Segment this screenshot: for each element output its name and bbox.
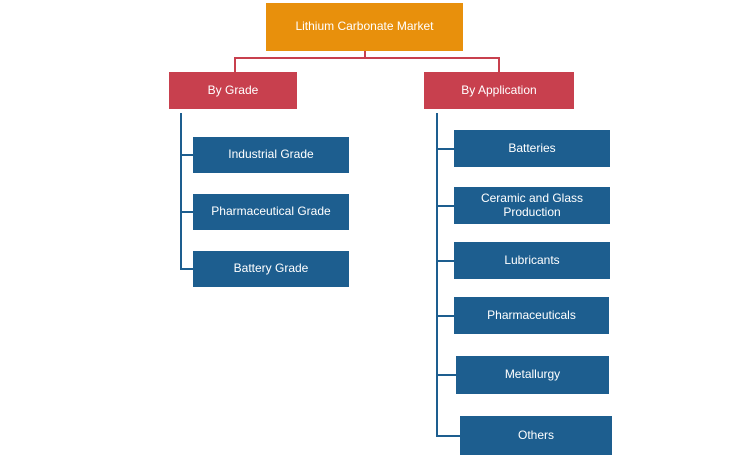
application-branch-tick-6 xyxy=(436,435,460,437)
application-branch-tick-2 xyxy=(436,205,454,207)
grade-item-industrial: Industrial Grade xyxy=(193,137,349,173)
grade-item-pharmaceutical: Pharmaceutical Grade xyxy=(193,194,349,230)
grade-branch-tick-2 xyxy=(180,211,193,213)
application-branch-tick-4 xyxy=(436,315,454,317)
grade-item-label: Industrial Grade xyxy=(228,147,314,162)
grade-item-label: Pharmaceutical Grade xyxy=(211,204,331,219)
category-by-application-label: By Application xyxy=(461,82,537,97)
connector-horizontal xyxy=(234,57,500,59)
category-by-grade-label: By Grade xyxy=(207,82,259,97)
application-branch-tick-1 xyxy=(436,148,454,150)
category-by-application: By Application xyxy=(424,72,574,109)
application-item-label: Pharmaceuticals xyxy=(487,307,576,322)
application-item-ceramic-glass: Ceramic and Glass Production xyxy=(454,187,610,224)
connector-root-stem xyxy=(364,51,366,58)
application-item-pharmaceuticals: Pharmaceuticals xyxy=(454,297,609,334)
application-branch-vertical xyxy=(436,113,438,436)
grade-item-battery: Battery Grade xyxy=(193,251,349,287)
root-node: Lithium Carbonate Market xyxy=(266,3,463,51)
grade-branch-vertical xyxy=(180,113,182,270)
application-item-others: Others xyxy=(460,416,612,455)
application-item-label: Ceramic and Glass Production xyxy=(480,190,584,219)
application-item-batteries: Batteries xyxy=(454,130,610,167)
application-item-label: Batteries xyxy=(508,140,556,155)
application-branch-tick-5 xyxy=(436,374,456,376)
root-node-label: Lithium Carbonate Market xyxy=(295,19,434,34)
application-item-label: Metallurgy xyxy=(504,367,561,382)
application-item-metallurgy: Metallurgy xyxy=(456,356,609,394)
application-item-label: Lubricants xyxy=(504,252,560,267)
grade-branch-tick-1 xyxy=(180,154,193,156)
category-by-grade: By Grade xyxy=(169,72,297,109)
application-item-label: Others xyxy=(517,427,554,442)
grade-item-label: Battery Grade xyxy=(233,261,309,276)
connector-grade-drop xyxy=(234,57,236,72)
connector-application-drop xyxy=(498,57,500,72)
application-item-lubricants: Lubricants xyxy=(454,242,610,279)
grade-branch-tick-3 xyxy=(180,268,193,270)
application-branch-tick-3 xyxy=(436,260,454,262)
